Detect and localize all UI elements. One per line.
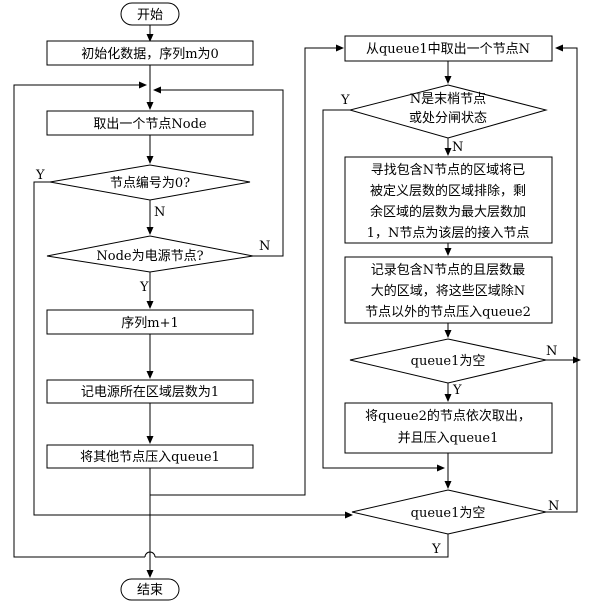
seq-inc-box: 序列m+1 xyxy=(46,309,254,335)
record-max-line-1: 记录包含N节点的且层数最 xyxy=(371,262,525,278)
branch-outer-yes-a xyxy=(155,534,449,558)
take-node-box: 取出一个节点Node xyxy=(46,110,254,136)
loop-leaf-yes xyxy=(322,109,445,472)
init-box: 初始化数据，序列m为0 xyxy=(46,40,254,66)
take-queue1-label: 从queue1中取出一个节点N xyxy=(366,42,530,57)
end-label: 结束 xyxy=(137,583,163,598)
check-leaf-line-2: 或处分闸状态 xyxy=(409,111,487,126)
branch-zero-yes xyxy=(33,181,353,519)
move-q2-line-2: 并且压入queue1 xyxy=(398,431,499,446)
take-node-label: 取出一个节点Node xyxy=(93,117,207,132)
take-queue1-box: 从queue1中取出一个节点N xyxy=(344,35,553,62)
loop-power-no xyxy=(153,86,284,257)
label-leaf-yes: Y xyxy=(340,93,350,108)
label-inner-yes: Y xyxy=(452,383,462,398)
move-q2-line-1: 将queue2的节点依次取出， xyxy=(365,408,531,424)
push-others-box: 将其他节点压入queue1 xyxy=(46,444,254,469)
label-power-yes: Y xyxy=(139,280,149,295)
branch-outer-yes-b xyxy=(13,81,147,558)
label-leaf-no: N xyxy=(452,140,463,155)
check-power-diamond: Node为电源节点? xyxy=(46,235,254,273)
check-q1-inner-label: queue1为空 xyxy=(411,354,486,369)
check-power-label: Node为电源节点? xyxy=(96,249,203,264)
label-outer-no: N xyxy=(548,499,559,514)
check-q1-inner-diamond: queue1为空 xyxy=(349,338,547,384)
record-layer-box: 记电源所在区域层数为1 xyxy=(46,379,254,404)
check-leaf-diamond: N是末梢节点 或处分闸状态 xyxy=(348,84,548,139)
start-label: 开始 xyxy=(137,8,163,23)
find-region-line-4: 1，N节点为该层的接入节点 xyxy=(367,225,530,241)
find-region-line-3: 余区域的层数为最大层数加 xyxy=(370,204,526,220)
end-terminal: 结束 xyxy=(120,578,180,601)
find-region-box: 寻找包含N节点的区域将已 被定义层数的区域排除，剩 余区域的层数为最大层数加 1… xyxy=(344,156,553,244)
label-outer-yes: Y xyxy=(431,542,441,557)
label-zero-yes: Y xyxy=(35,168,45,183)
label-power-no: N xyxy=(259,239,270,254)
loop-outer-no xyxy=(546,44,578,513)
record-max-line-3: 节点以外的节点压入queue2 xyxy=(365,304,531,320)
check-zero-diamond: 节点编号为0? xyxy=(49,164,251,201)
check-zero-label: 节点编号为0? xyxy=(110,176,190,191)
record-max-box: 记录包含N节点的且层数最 大的区域，将这些区域除N 节点以外的节点压入queue… xyxy=(344,256,553,324)
push-others-label: 将其他节点压入queue1 xyxy=(80,450,220,465)
connectors xyxy=(13,25,581,578)
record-layer-label: 记电源所在区域层数为1 xyxy=(81,385,219,400)
start-terminal: 开始 xyxy=(120,2,180,26)
branch-labels: Y N N Y Y N N Y N Y xyxy=(35,93,559,557)
label-zero-no: N xyxy=(154,205,165,220)
seq-inc-label: 序列m+1 xyxy=(121,316,179,331)
find-region-line-1: 寻找包含N节点的区域将已 xyxy=(371,162,525,178)
check-q1-outer-diamond: queue1为空 xyxy=(351,489,547,535)
init-label: 初始化数据，序列m为0 xyxy=(81,47,219,62)
find-region-line-2: 被定义层数的区域排除，剩 xyxy=(370,183,526,199)
check-leaf-line-1: N是末梢节点 xyxy=(410,92,486,107)
record-max-line-2: 大的区域，将这些区域除N xyxy=(371,283,525,299)
check-q1-outer-label: queue1为空 xyxy=(411,506,486,521)
label-inner-no: N xyxy=(546,344,557,359)
move-q2-box: 将queue2的节点依次取出， 并且压入queue1 xyxy=(344,402,553,454)
